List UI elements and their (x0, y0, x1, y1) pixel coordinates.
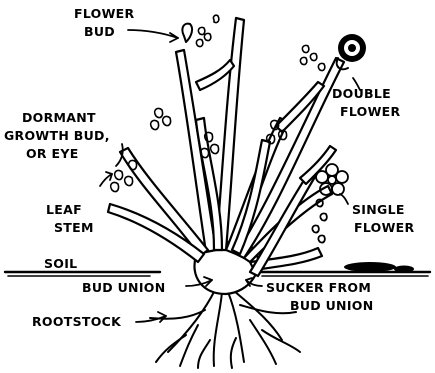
label-single-flower-1: SINGLE (352, 202, 405, 217)
label-dormant-bud-1: DORMANT (22, 110, 96, 125)
label-flower-bud-1: FLOWER (74, 6, 135, 21)
label-rootstock: ROOTSTOCK (32, 314, 122, 329)
label-dormant-bud-2: GROWTH BUD, (4, 128, 110, 143)
label-sucker-1: SUCKER FROM (266, 280, 371, 295)
label-double-flower-1: DOUBLE (332, 86, 391, 101)
label-leaf-stem-2: STEM (54, 220, 94, 235)
label-bud-union: BUD UNION (82, 280, 165, 295)
label-dormant-bud-3: OR EYE (26, 146, 79, 161)
label-flower-bud-2: BUD (84, 24, 115, 39)
flower-bud (182, 15, 218, 46)
label-double-flower-2: FLOWER (340, 104, 401, 119)
canes (108, 18, 344, 276)
roots (150, 290, 300, 368)
label-sucker-2: BUD UNION (290, 298, 373, 313)
label-single-flower-2: FLOWER (354, 220, 415, 235)
label-soil: SOIL (44, 256, 77, 271)
label-leaf-stem-1: LEAF (46, 202, 82, 217)
